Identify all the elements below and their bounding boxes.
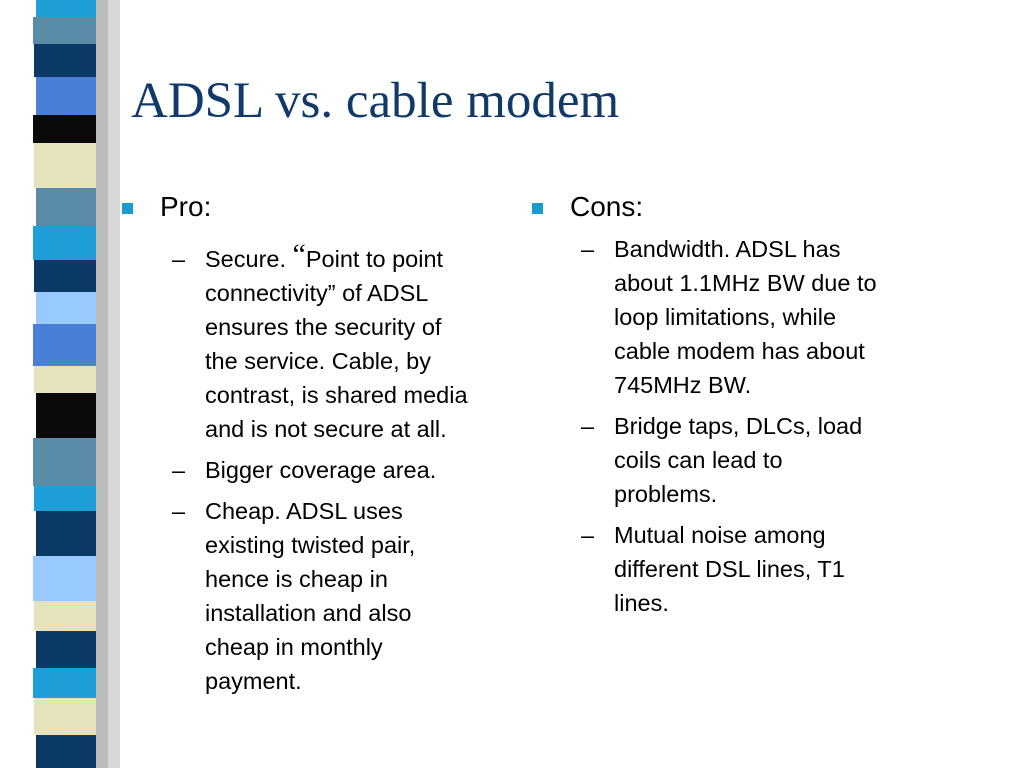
strip-pattern xyxy=(33,0,120,768)
pro-list: – Secure. “Point to point connectivity” o… xyxy=(122,240,542,698)
strip-block xyxy=(36,735,96,768)
text-line: cable modem has about xyxy=(614,338,865,364)
text-line: Bigger coverage area. xyxy=(205,457,437,483)
strip-block xyxy=(33,226,96,260)
strip-block xyxy=(36,292,96,324)
strip-block xyxy=(34,260,96,292)
text-line: Mutual noise among xyxy=(614,522,826,548)
text-line: 745MHz BW. xyxy=(614,372,752,398)
cons-column: Cons: – Bandwidth. ADSL has about 1.1MHz … xyxy=(532,190,942,627)
text-line: cheap in monthly xyxy=(205,634,383,660)
strip-block xyxy=(34,44,96,77)
strip-block xyxy=(36,393,96,438)
cons-list: – Bandwidth. ADSL has about 1.1MHz BW due… xyxy=(532,232,942,620)
square-bullet-icon xyxy=(122,203,133,214)
decorative-left-strip xyxy=(0,0,120,768)
strip-block xyxy=(34,486,96,511)
text-line: loop limitations, while xyxy=(614,304,837,330)
text-line: Cheap. ADSL uses xyxy=(205,498,403,524)
text-line: Point to point xyxy=(305,246,444,272)
strip-block xyxy=(34,366,96,393)
text-line: problems. xyxy=(614,481,718,507)
pro-heading-row: Pro: xyxy=(122,190,542,226)
strip-block xyxy=(36,77,96,115)
text-line: connectivity” of ADSL xyxy=(205,280,429,306)
strip-block xyxy=(33,17,96,44)
text-line: ensures the security of xyxy=(205,314,442,340)
strip-block xyxy=(33,115,96,143)
cons-item-text: Bandwidth. ADSL has about 1.1MHz BW due t… xyxy=(614,236,877,398)
strip-block xyxy=(33,324,96,366)
slide-title: ADSL vs. cable modem xyxy=(131,73,620,129)
strip-block xyxy=(34,698,96,735)
strip-block xyxy=(36,631,96,668)
text-line: the service. Cable, by xyxy=(205,348,431,374)
strip-block xyxy=(36,511,96,556)
strip-block xyxy=(33,556,96,601)
text-line: lines. xyxy=(614,590,669,616)
text-line: Bridge taps, DLCs, load xyxy=(614,413,863,439)
text-line: payment. xyxy=(205,668,302,694)
text-line: Secure. xyxy=(205,246,293,272)
dash-bullet-icon: – xyxy=(581,236,595,262)
strip-blocks xyxy=(33,0,96,768)
cons-heading-row: Cons: xyxy=(532,190,942,226)
pro-item-secure: – Secure. “Point to point connectivity” o… xyxy=(122,240,542,446)
cons-item-text: Bridge taps, DLCs, load coils can lead to… xyxy=(614,413,862,507)
pro-column: Pro: – Secure. “Point to point connectivi… xyxy=(122,190,542,705)
cons-item-text: Mutual noise among different DSL lines, T… xyxy=(614,522,845,616)
text-line: existing twisted pair, xyxy=(205,532,416,558)
text-line: installation and also xyxy=(205,600,412,626)
pro-item-cheap: – Cheap. ADSL uses existing twisted pair,… xyxy=(122,494,542,698)
square-bullet-icon xyxy=(532,203,543,214)
text-line: and is not secure at all. xyxy=(205,416,447,442)
strip-block xyxy=(33,668,96,698)
cons-heading: Cons: xyxy=(570,191,644,222)
strip-block xyxy=(34,143,96,188)
dash-bullet-icon: – xyxy=(581,522,595,548)
text-line: hence is cheap in xyxy=(205,566,388,592)
strip-block xyxy=(33,438,96,486)
dash-bullet-icon: – xyxy=(172,246,186,272)
pro-item-text: Secure. “Point to point connectivity” of … xyxy=(205,240,468,443)
strip-shadow-inner xyxy=(96,0,108,768)
cons-item-bandwidth: – Bandwidth. ADSL has about 1.1MHz BW due… xyxy=(532,232,942,402)
text-line: different DSL lines, T1 xyxy=(614,556,845,582)
cons-item-mutual-noise: – Mutual noise among different DSL lines,… xyxy=(532,518,942,620)
text-line: coils can lead to xyxy=(614,447,783,473)
text-line: Bandwidth. ADSL has xyxy=(614,236,841,262)
pro-item-text: Cheap. ADSL uses existing twisted pair, he… xyxy=(205,498,415,694)
dash-bullet-icon: – xyxy=(172,498,186,524)
text-line: about 1.1MHz BW due to xyxy=(614,270,877,296)
strip-block xyxy=(36,0,96,17)
strip-block xyxy=(36,188,96,226)
text-line: contrast, is shared media xyxy=(205,382,468,408)
dash-bullet-icon: – xyxy=(172,457,186,483)
cons-item-bridge-taps: – Bridge taps, DLCs, load coils can lead … xyxy=(532,409,942,511)
open-quote: “ xyxy=(292,238,306,271)
pro-item-coverage: – Bigger coverage area. xyxy=(122,453,542,487)
dash-bullet-icon: – xyxy=(581,413,595,439)
pro-heading: Pro: xyxy=(160,191,212,222)
strip-block xyxy=(34,601,96,631)
